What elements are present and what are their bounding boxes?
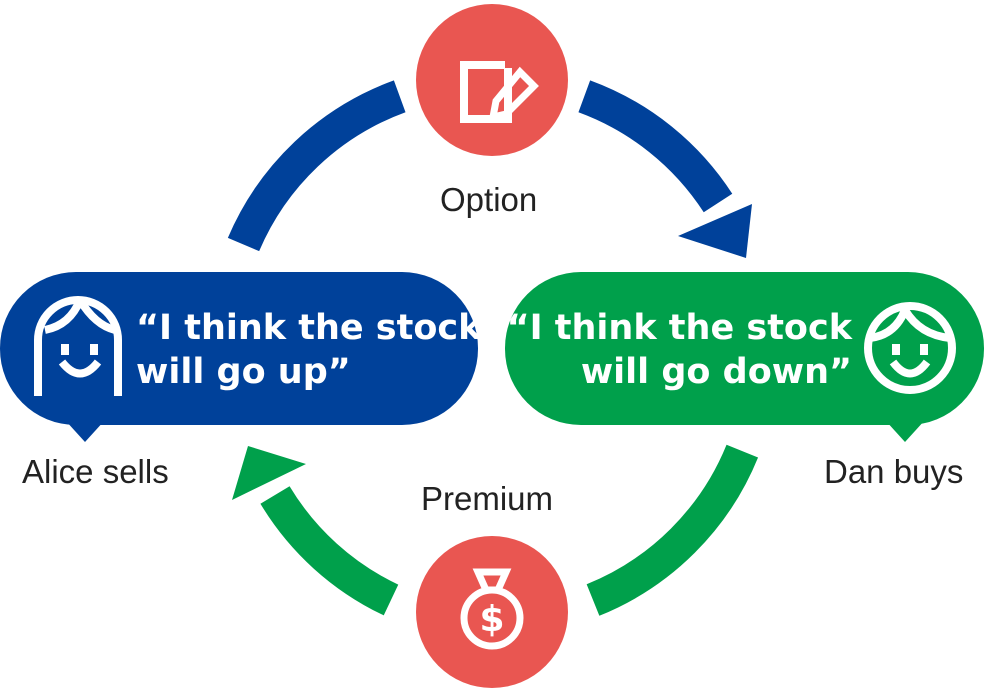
- green-arc-right: [586, 444, 759, 616]
- seller-quote-line2: will go up”: [136, 352, 351, 392]
- face-icon: [34, 296, 122, 396]
- premium-label: Premium: [421, 480, 554, 517]
- seller-bubble-tail: [65, 420, 105, 442]
- buyer-quote-line1: “I think the stock: [506, 308, 852, 348]
- buyer-caption: Dan buys: [824, 453, 964, 490]
- blue-arc-right: [578, 80, 733, 213]
- seller-quote-line1: “I think the stock: [136, 308, 482, 348]
- option-circle: [416, 4, 568, 156]
- buyer-quote: “I think the stock will go down”: [507, 306, 852, 394]
- buyer-bubble: [505, 272, 984, 425]
- svg-text:$: $: [479, 599, 504, 640]
- option-label: Option: [440, 181, 538, 218]
- seller-quote: “I think the stock will go up”: [136, 306, 481, 394]
- green-arrowhead: [232, 446, 306, 500]
- seller-caption: Alice sells: [22, 453, 169, 490]
- money-bag-icon: $: [460, 568, 524, 650]
- buyer-quote-line2: will go down”: [580, 352, 852, 392]
- contract-edit-icon: [460, 61, 539, 123]
- face-icon: [864, 302, 956, 394]
- blue-arrowhead: [678, 204, 752, 258]
- green-arc-left: [260, 486, 399, 616]
- blue-arc-left: [227, 80, 406, 252]
- buyer-bubble-tail: [885, 420, 925, 442]
- premium-circle: [416, 536, 568, 688]
